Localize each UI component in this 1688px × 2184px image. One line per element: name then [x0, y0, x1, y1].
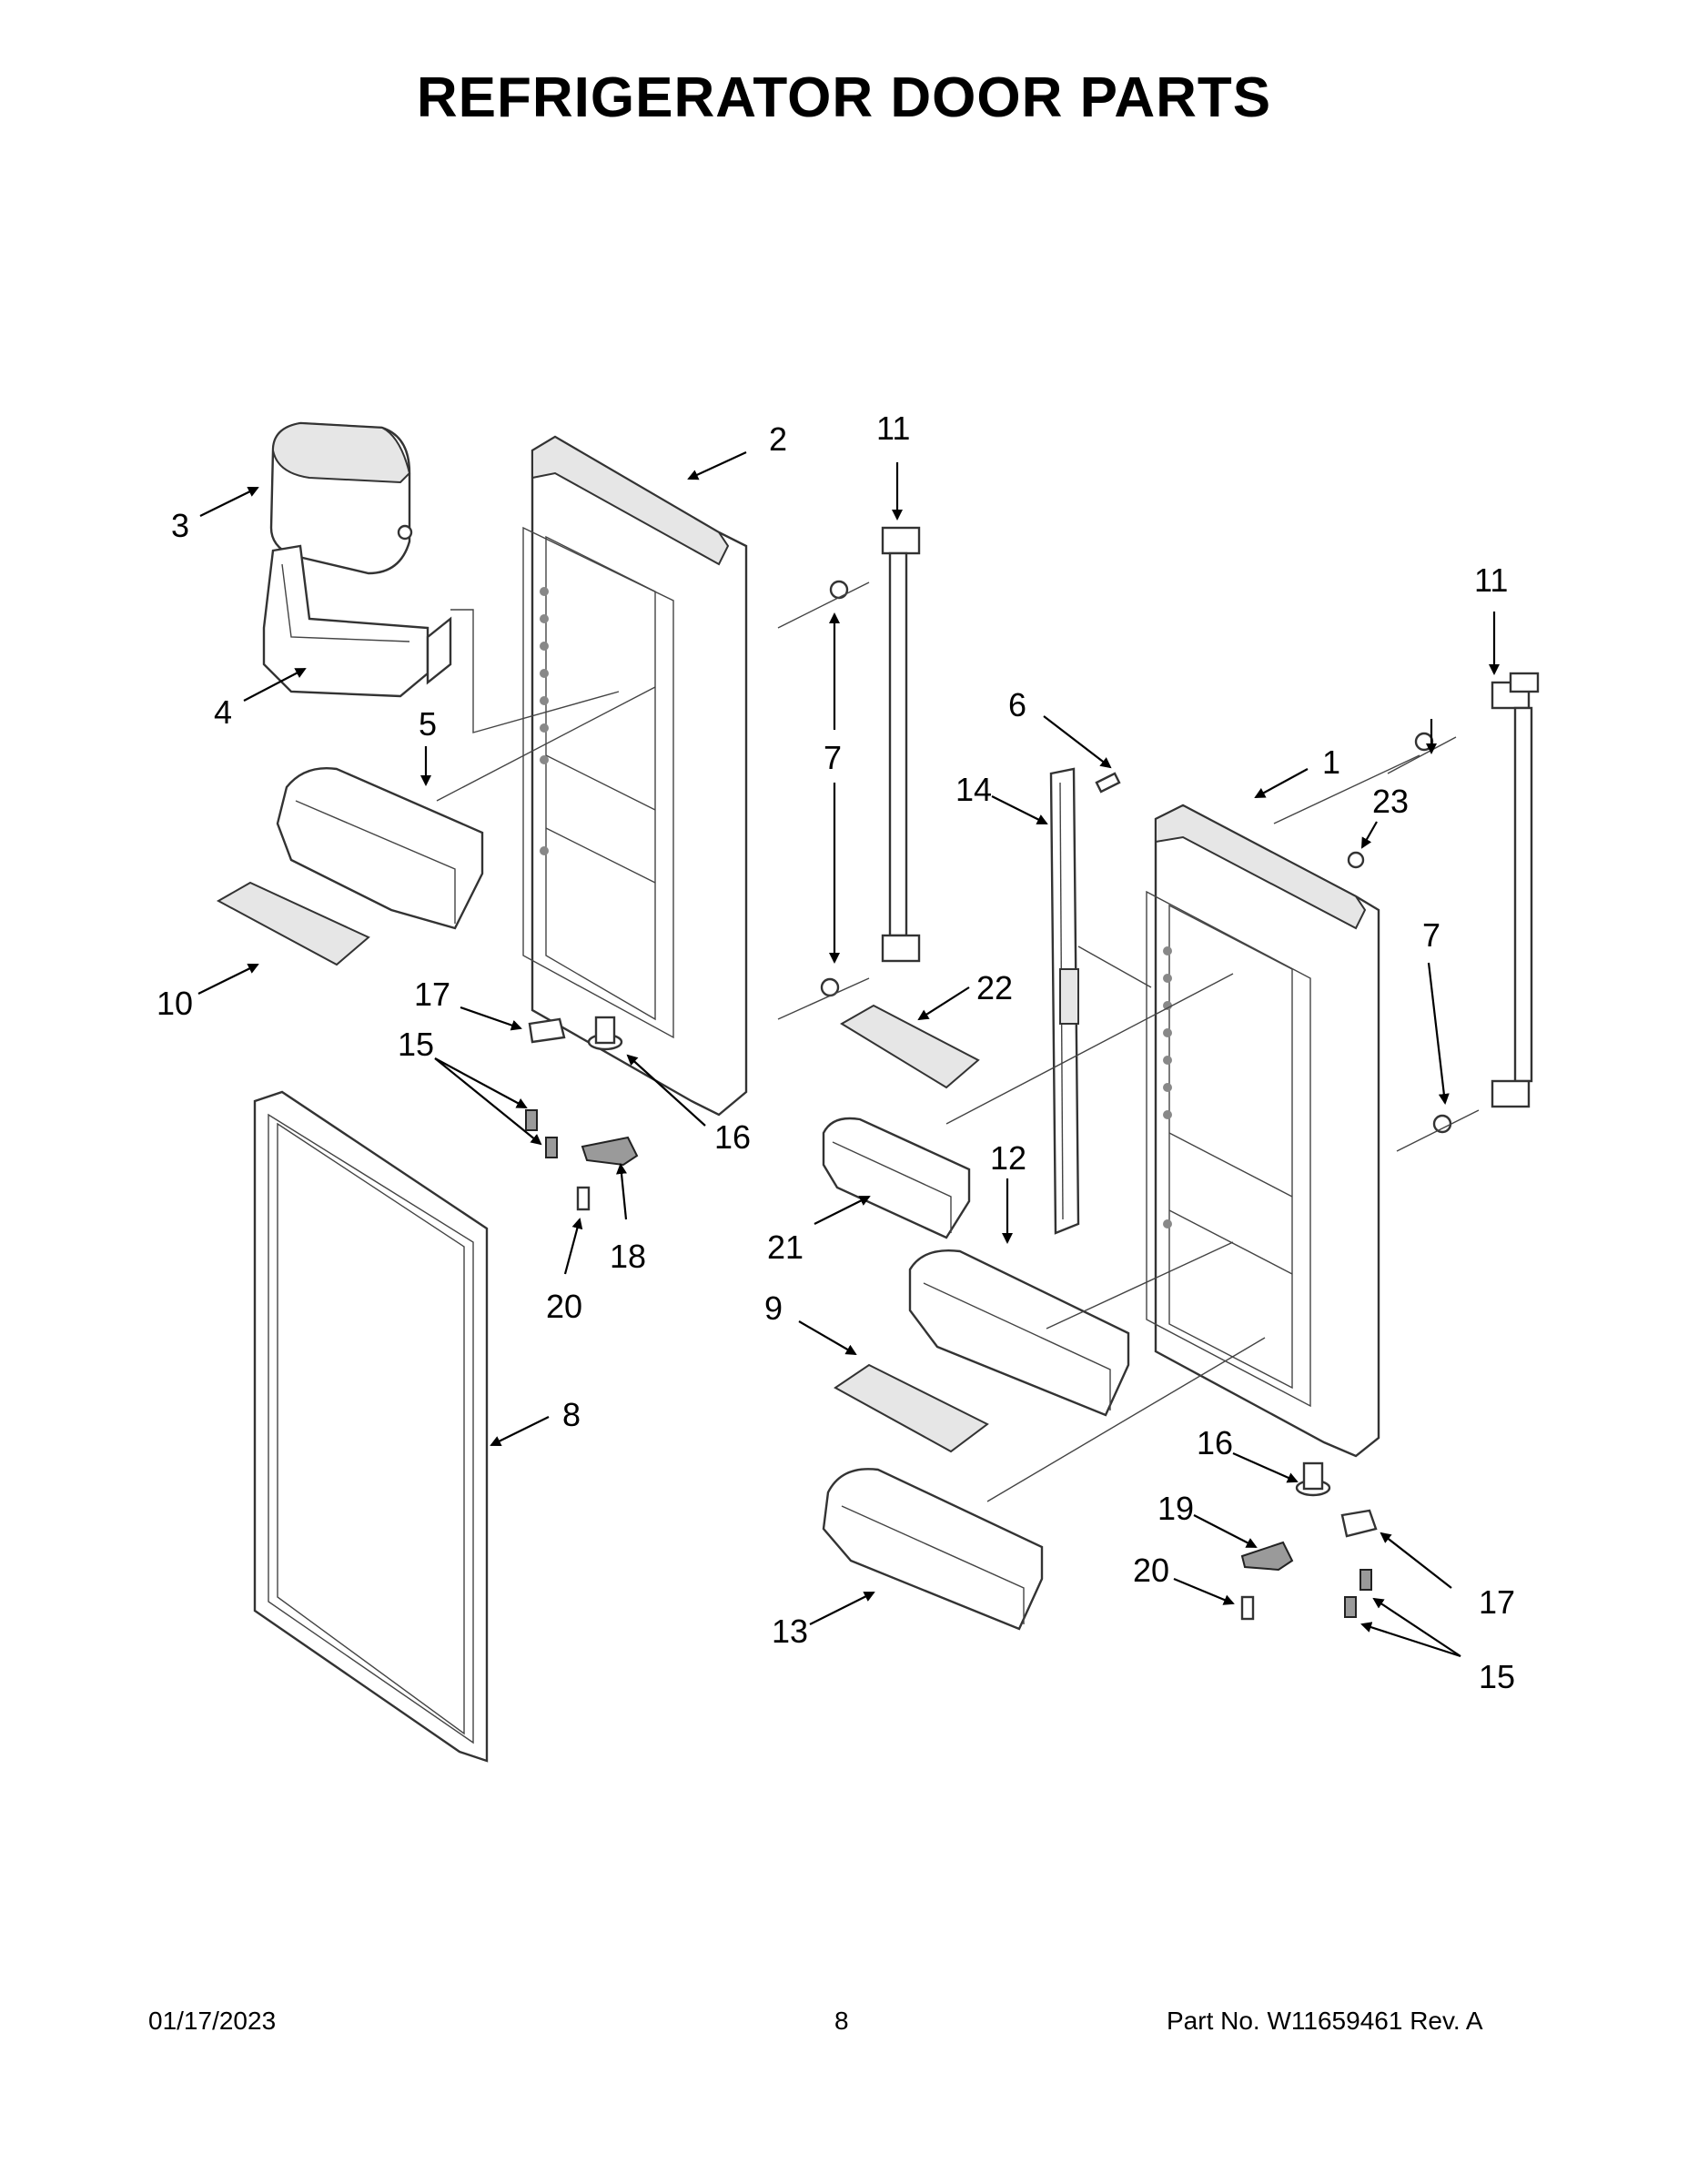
callout-17-left: 17 — [414, 976, 450, 1013]
part-11-handle-right — [1491, 672, 1540, 1108]
callout-13: 13 — [772, 1613, 808, 1650]
callout-6: 6 — [1008, 686, 1026, 723]
part-18-hinge-bracket — [581, 1136, 639, 1167]
part-3-cover — [269, 421, 413, 575]
callout-9: 9 — [764, 1289, 783, 1327]
part-22-shelf — [840, 1004, 980, 1089]
callout-20-right: 20 — [1133, 1552, 1169, 1589]
part-9-shelf — [834, 1363, 989, 1453]
part-12-bin — [908, 1249, 1130, 1417]
callout-2: 2 — [769, 420, 787, 458]
callout-17-right: 17 — [1479, 1583, 1515, 1621]
part-8-gasket — [253, 1090, 489, 1763]
callout-7-right: 7 — [1422, 916, 1440, 954]
callout-3: 3 — [171, 507, 189, 544]
part-11-handle-left — [881, 526, 921, 963]
page-title: REFRIGERATOR DOOR PARTS — [416, 66, 1272, 129]
callout-1: 1 — [1322, 743, 1340, 781]
callout-16-left: 16 — [714, 1118, 751, 1156]
part-21-bin — [822, 1117, 971, 1239]
callout-18: 18 — [610, 1238, 646, 1275]
callout-15-right: 15 — [1479, 1658, 1515, 1695]
footer-part-number: Part No. W11659461 Rev. A — [1167, 2007, 1483, 2035]
part-4-bin — [262, 544, 452, 698]
footer-date: 01/17/2023 — [148, 2007, 277, 2035]
part-10-shelf — [216, 881, 370, 966]
part-17-hinge-left — [528, 1017, 566, 1044]
callout-10: 10 — [157, 985, 193, 1022]
leader-arrows — [197, 451, 1500, 1658]
part-6-screw — [1095, 772, 1121, 794]
callout-4: 4 — [214, 693, 232, 731]
part-15-screws-right — [1344, 1569, 1372, 1618]
part-20-screw-left — [576, 1186, 591, 1211]
part-14-channel — [1049, 767, 1080, 1235]
callout-5: 5 — [419, 705, 437, 743]
callout-19: 19 — [1157, 1490, 1194, 1527]
part-13-bin — [822, 1468, 1044, 1631]
callout-7-left: 7 — [824, 739, 842, 776]
callout-20-left: 20 — [546, 1288, 582, 1325]
callout-8: 8 — [562, 1396, 581, 1433]
callout-labels: 1 2 3 4 5 6 7 7 8 9 10 11 11 12 13 14 15… — [157, 410, 1515, 1695]
callout-11-right: 11 — [1474, 561, 1508, 599]
part-1-right-door-liner — [1146, 804, 1380, 1458]
callout-21: 21 — [767, 1228, 804, 1266]
part-17-hinge-right — [1340, 1509, 1378, 1538]
callout-12: 12 — [990, 1139, 1026, 1177]
callout-14: 14 — [955, 771, 992, 808]
part-15-screws-left — [525, 1109, 558, 1158]
alignment-lines — [436, 581, 1480, 1502]
part-16-bushing-right — [1295, 1461, 1331, 1497]
footer-page-number: 8 — [834, 2007, 849, 2035]
part-16-bushing-left — [587, 1016, 623, 1051]
callout-15-left: 15 — [398, 1026, 434, 1063]
callout-11-left: 11 — [876, 410, 910, 447]
callout-16-right: 16 — [1197, 1424, 1233, 1461]
callout-22: 22 — [976, 969, 1013, 1006]
part-20-screw-right — [1240, 1595, 1255, 1621]
part-2-left-door-liner — [522, 435, 748, 1117]
part-19-hinge-bracket — [1240, 1541, 1294, 1572]
part-5-bin — [276, 767, 484, 930]
part-23-screw — [1347, 851, 1365, 869]
callout-23: 23 — [1372, 783, 1409, 820]
